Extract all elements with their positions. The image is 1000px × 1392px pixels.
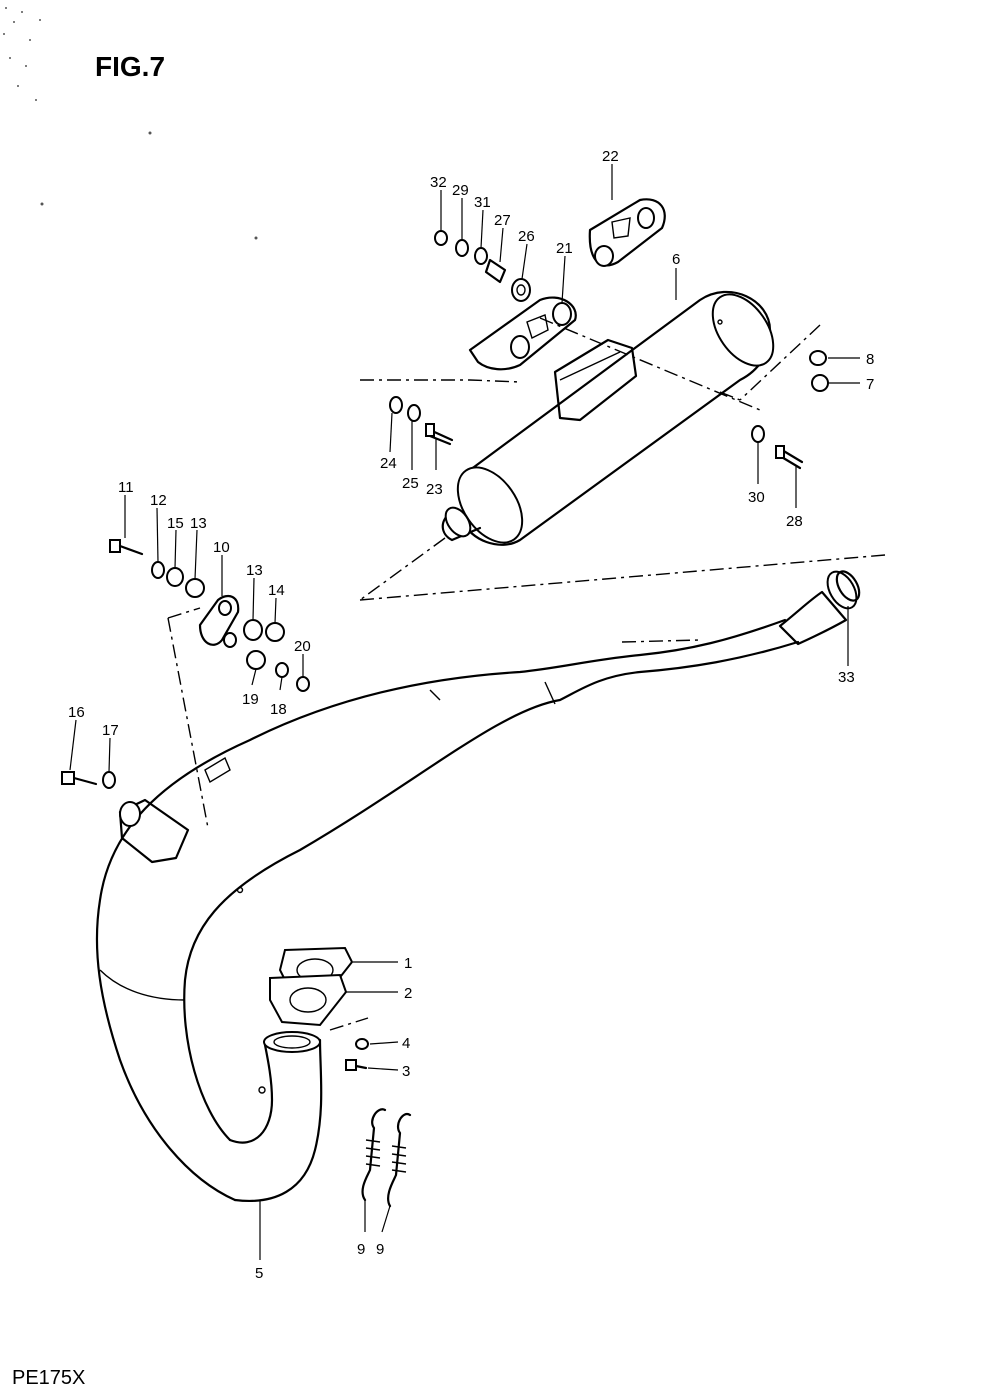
hanger-hardware [109,539,310,692]
callout-labels: 1 2 3 4 5 6 7 8 9 9 10 11 12 13 13 14 15… [68,148,874,1282]
callout-3: 3 [402,1063,410,1080]
callout-5: 5 [255,1265,263,1282]
assembly-lines [167,317,886,1031]
callout-19: 19 [242,691,259,708]
callout-13a: 13 [190,515,207,532]
callout-7: 7 [866,376,874,393]
callout-30: 30 [748,489,765,506]
hardware-8-7 [809,350,829,392]
callout-25: 25 [402,475,419,492]
callout-11: 11 [118,479,134,496]
callout-31: 31 [474,194,491,211]
tail-pipe-joint [778,570,861,646]
callout-20: 20 [294,638,311,655]
callout-29: 29 [452,182,469,199]
leader-lines [69,164,860,1260]
callout-4: 4 [402,1035,410,1052]
callout-21: 21 [556,240,573,257]
callout-2: 2 [404,985,412,1002]
callout-32: 32 [430,174,447,191]
hardware-stack-upper [434,230,531,302]
callout-28: 28 [786,513,803,530]
callout-10: 10 [213,539,230,556]
callout-13b: 13 [246,562,263,579]
exhaust-gaskets [269,946,369,1071]
muffler-bracket-21 [468,296,577,371]
exhaust-springs [361,1108,412,1208]
callout-8: 8 [866,351,874,368]
callout-12: 12 [150,492,167,509]
pipe-bracket [118,798,190,864]
callout-16: 16 [68,704,85,721]
hardware-16-17 [61,771,116,789]
scan-noise [3,7,258,240]
callout-23: 23 [426,481,443,498]
exhaust-pipe [95,618,800,1202]
callout-6: 6 [672,251,680,268]
model-code: PE175X [12,1367,85,1389]
callout-24: 24 [380,455,397,472]
callout-9a: 9 [357,1241,365,1258]
silencer [441,290,775,546]
callout-17: 17 [102,722,119,739]
callout-33: 33 [838,669,855,686]
muffler-bracket-22 [588,198,666,267]
callout-15: 15 [167,515,184,532]
callout-1: 1 [404,955,412,972]
callout-18: 18 [270,701,287,718]
hardware-30-28 [751,425,804,470]
callout-9b: 9 [376,1241,384,1258]
figure-title: FIG.7 [95,51,165,82]
callout-26: 26 [518,228,535,245]
callout-27: 27 [494,212,511,229]
callout-14: 14 [268,582,285,599]
callout-22: 22 [602,148,619,165]
hardware-24-25-23 [389,396,454,446]
